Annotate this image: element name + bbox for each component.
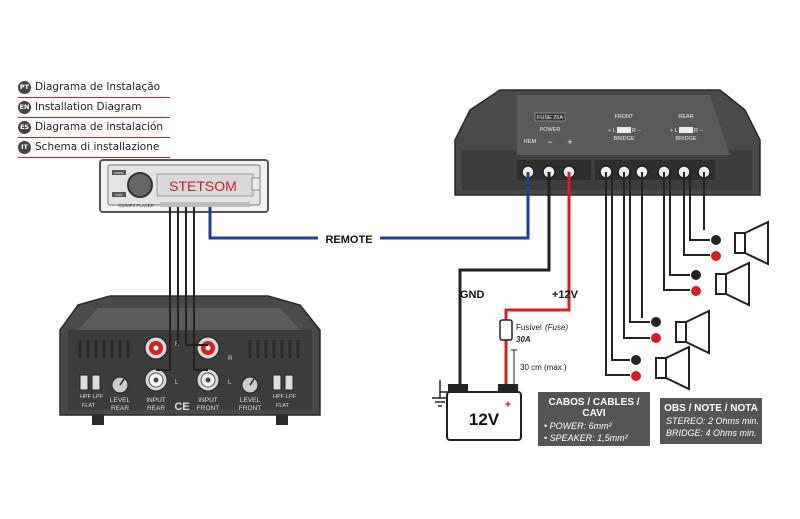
legend-text-it: Schema di installazione [35, 141, 160, 153]
level-front-label: LEVEL [240, 397, 261, 404]
small-amplifier: R L R L HPF LPF FLAT LEVEL REAR INPUT RE… [59, 295, 321, 425]
lpf-label-left: LPF [93, 394, 104, 400]
front-bridge-label: BRIDGE [613, 136, 634, 142]
power-minus-label: − [547, 137, 552, 147]
player-label: CD/MP3 PLAYER [118, 203, 154, 208]
front-channel-label: FRONT [615, 114, 635, 120]
power-wire [504, 172, 571, 385]
speaker-2-icon [691, 261, 750, 307]
flat-label-left: FLAT [82, 403, 96, 409]
main-amplifier: FUSE 25A POWER REM − + FRONT + L R − BRI… [454, 89, 761, 196]
legend-badge-es: ES [18, 121, 31, 134]
legend-badge-pt: PT [18, 81, 31, 94]
cables-line-remote: • REMOTE: 1,0mm² [544, 445, 624, 455]
legend-row-en: EN Installation Diagram [18, 100, 170, 118]
speaker-1-icon [711, 220, 769, 266]
rca-cables [156, 207, 208, 371]
fuse-paren-label: (Fuse) [545, 323, 568, 332]
front-plus-l-label: + L [608, 128, 616, 134]
display-text: STETSOM [169, 178, 237, 194]
front-label: FRONT [239, 405, 261, 412]
fuse-amp-label: 30A [516, 335, 531, 344]
notes-line-bridge: BRIDGE: 4 Ohms min. [666, 428, 757, 438]
battery-plus-label: + [505, 399, 511, 411]
cables-line-speaker: • SPEAKER: 1,5mm² [544, 433, 628, 443]
legend-badge-it: IT [18, 141, 31, 154]
head-unit: MODE DISP STETSOM CD/MP3 PLAYER [99, 159, 269, 213]
rca-r-label-right: R [228, 356, 233, 362]
legend-text-en: Installation Diagram [35, 101, 142, 113]
lpf-label-right: LPF [286, 394, 297, 400]
power-plus-label: + [567, 137, 572, 147]
cables-info-box: CABOS / CABLES / CAVI • POWER: 6mm² • SP… [538, 392, 650, 455]
remote-label: REMOTE [325, 234, 372, 246]
legend-row-es: ES Diagrama de instalación [18, 120, 170, 138]
notes-line-stereo: STEREO: 2 Ohms min. [666, 416, 760, 426]
notes-title: OBS / NOTE / NOTA [664, 403, 758, 414]
mode-button-label: MODE [115, 171, 124, 175]
input-rear-label: INPUT [146, 397, 166, 404]
rem-label: REM [524, 139, 537, 145]
cables-title: CABOS / CABLES / CAVI [548, 397, 640, 419]
level-rear-label: LEVEL [110, 397, 131, 404]
rear-channel-label: REAR [678, 114, 693, 120]
ce-mark-label: CE [174, 401, 189, 413]
hpf-label-left: HPF [80, 394, 92, 400]
gnd-wire [458, 172, 551, 392]
rear-label: REAR [111, 405, 129, 412]
hpf-label-right: HPF [273, 394, 285, 400]
legend-row-pt: PT Diagrama de Instalação [18, 80, 170, 98]
input-front-label: INPUT [198, 397, 218, 404]
notes-info-box: OBS / NOTE / NOTA STEREO: 2 Ohms min. BR… [660, 398, 762, 444]
rear-r-minus-label: R − [694, 128, 703, 134]
speaker-4-icon [631, 345, 690, 391]
input-rear-label-2: REAR [147, 405, 165, 412]
legend-row-it: IT Schema di installazione [18, 140, 170, 158]
battery-label: 12V [469, 410, 500, 429]
language-legend: PT Diagrama de Instalação EN Installatio… [18, 80, 170, 160]
battery: 12V + [446, 384, 522, 441]
distance-label: 30 cm (max.) [520, 363, 567, 372]
power-label: POWER [540, 127, 561, 133]
gnd-label: GND [460, 289, 485, 301]
rear-bridge-label: BRIDGE [675, 136, 696, 142]
disp-button-label: DISP [115, 193, 122, 197]
input-front-label-2: FRONT [197, 405, 219, 412]
legend-text-es: Diagrama de instalación [35, 121, 164, 133]
fuse-label: Fusível [516, 323, 542, 332]
rca-l-label: L [175, 380, 179, 386]
rear-plus-l-label: + L [670, 128, 678, 134]
flat-label-right: FLAT [276, 403, 290, 409]
volume-knob-icon [127, 172, 153, 198]
speaker-wires [605, 172, 710, 376]
front-r-minus-label: R − [632, 128, 641, 134]
fuse-25a-label: FUSE 25A [537, 115, 563, 121]
plus12v-label: +12V [552, 289, 579, 301]
legend-badge-en: EN [18, 101, 31, 114]
speaker-3-icon [651, 309, 710, 355]
inline-fuse-icon [499, 319, 513, 341]
rca-l-label-right: L [228, 380, 232, 386]
legend-text-pt: Diagrama de Instalação [35, 81, 161, 93]
cables-line-power: • POWER: 6mm² [544, 421, 612, 431]
